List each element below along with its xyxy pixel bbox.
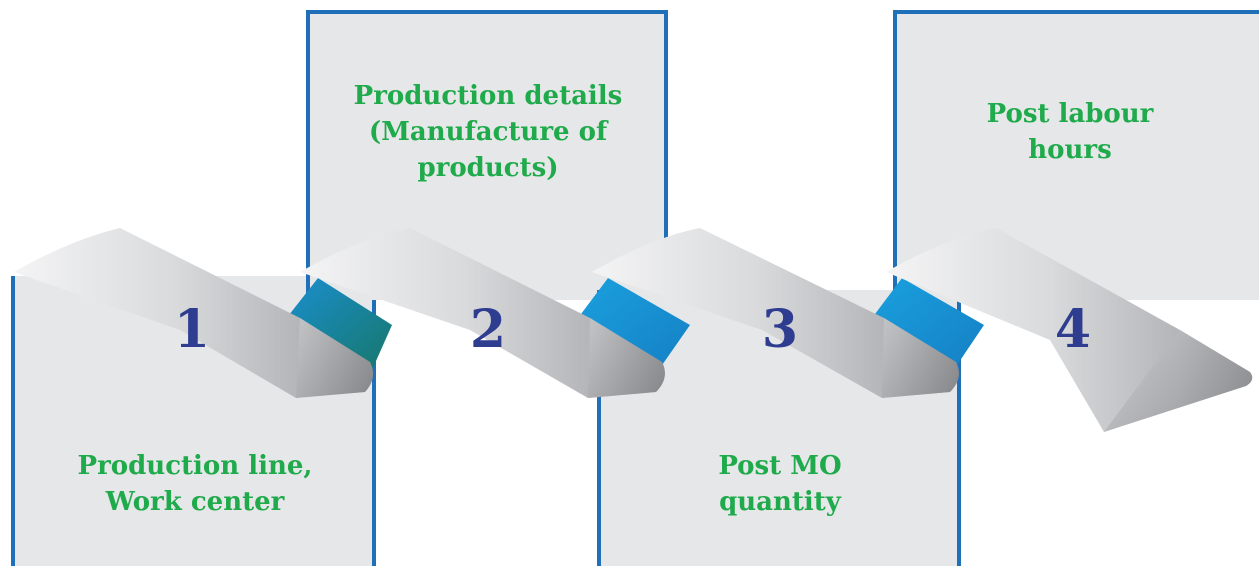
connector-2-3 bbox=[578, 278, 690, 368]
connector-1-2 bbox=[285, 278, 392, 370]
step-1-label: Production line, Work center bbox=[77, 451, 313, 517]
step-4-label: Post labour hours bbox=[986, 99, 1154, 165]
step-3-label: Post MO quantity bbox=[718, 451, 842, 517]
step-2-label: Production details (Manufacture of produ… bbox=[353, 81, 623, 183]
connector-3-4 bbox=[872, 278, 984, 368]
ribbon-3 bbox=[592, 228, 959, 398]
step-2-number: 2 bbox=[469, 299, 507, 360]
ribbon-2 bbox=[300, 228, 665, 398]
step-4-number: 4 bbox=[1054, 299, 1092, 360]
ribbon-1 bbox=[14, 228, 374, 398]
step-1-number: 1 bbox=[173, 299, 211, 360]
step-3-number: 3 bbox=[761, 299, 799, 360]
